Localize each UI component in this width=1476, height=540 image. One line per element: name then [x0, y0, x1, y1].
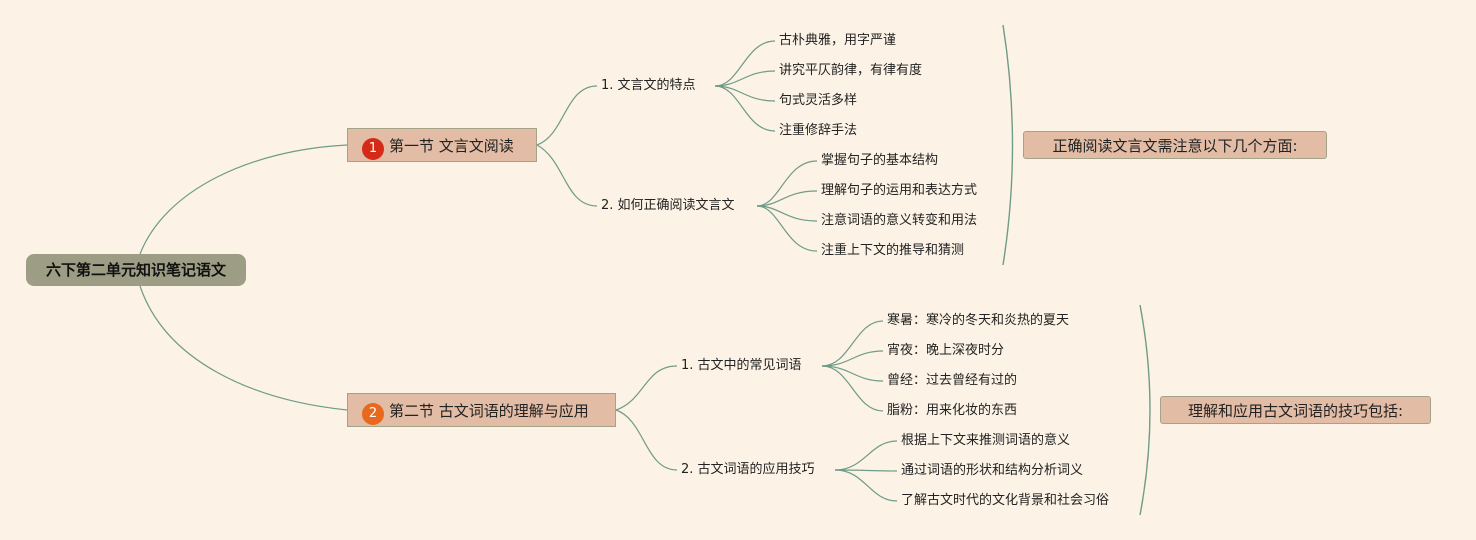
link-s2sub2-leaf3 [834, 469, 898, 502]
link-root-section-2 [139, 285, 348, 411]
number-badge-1: 1 [362, 138, 384, 160]
section-1-topic[interactable]: 1 第一节 文言文阅读 [347, 128, 537, 162]
section-1-title: 第一节 文言文阅读 [389, 137, 514, 155]
link-s2sub1-leaf1 [821, 320, 884, 367]
summary-brace-1 [1002, 24, 1014, 266]
link-s2sub1-leaf3 [821, 365, 884, 382]
leaf-item[interactable]: 寒暑：寒冷的冬天和炎热的夏天 [887, 313, 1070, 328]
number-badge-2: 2 [362, 403, 384, 425]
section-1-subtopic-1[interactable]: 1. 文言文的特点 [601, 78, 696, 93]
leaf-item[interactable]: 古朴典雅，用字严谨 [779, 33, 897, 48]
section-1-subtopic-2[interactable]: 2. 如何正确阅读文言文 [601, 198, 735, 213]
root-topic[interactable]: 六下第二单元知识笔记语文 [26, 254, 246, 286]
leaf-item[interactable]: 注重修辞手法 [779, 123, 858, 138]
link-s1sub2-leaf3 [756, 205, 818, 222]
link-section1-sub1 [536, 85, 598, 146]
leaf-item[interactable]: 掌握句子的基本结构 [821, 153, 939, 168]
link-s1sub1-leaf1 [714, 40, 776, 87]
leaf-item[interactable]: 曾经：过去曾经有过的 [887, 373, 1018, 388]
summary-brace-2 [1139, 304, 1151, 516]
link-s1sub1-leaf4 [714, 85, 776, 132]
link-s2sub2-leaf1 [834, 440, 898, 471]
section-2-title: 第二节 古文词语的理解与应用 [389, 402, 589, 420]
leaf-item[interactable]: 注意词语的意义转变和用法 [821, 213, 978, 228]
leaf-item[interactable]: 根据上下文来推测词语的意义 [901, 433, 1071, 448]
leaf-item[interactable]: 了解古文时代的文化背景和社会习俗 [901, 493, 1110, 508]
section-2-topic[interactable]: 2 第二节 古文词语的理解与应用 [347, 393, 616, 427]
section-2-subtopic-1[interactable]: 1. 古文中的常见词语 [681, 358, 802, 373]
link-section1-sub2 [536, 144, 598, 207]
leaf-item[interactable]: 注重上下文的推导和猜测 [821, 243, 965, 258]
link-s1sub1-leaf2 [714, 70, 776, 87]
leaf-item[interactable]: 通过词语的形状和结构分析词义 [901, 463, 1084, 478]
leaf-item[interactable]: 脂粉：用来化妆的东西 [887, 403, 1018, 418]
link-s2sub1-leaf4 [821, 365, 884, 412]
link-s1sub2-leaf2 [756, 190, 818, 207]
link-root-section-1 [139, 144, 348, 255]
leaf-item[interactable]: 宵夜：晚上深夜时分 [887, 343, 1005, 358]
leaf-item[interactable]: 句式灵活多样 [779, 93, 858, 108]
link-s1sub2-leaf1 [756, 160, 818, 207]
link-section2-sub2 [615, 409, 678, 471]
section-1-summary[interactable]: 正确阅读文言文需注意以下几个方面: [1023, 131, 1327, 159]
link-s1sub1-leaf3 [714, 85, 776, 102]
link-s1sub2-leaf4 [756, 205, 818, 252]
link-section2-sub1 [615, 365, 678, 411]
link-s2sub1-leaf2 [821, 350, 884, 367]
section-2-subtopic-2[interactable]: 2. 古文词语的应用技巧 [681, 462, 815, 477]
leaf-item[interactable]: 理解句子的运用和表达方式 [821, 183, 978, 198]
section-2-summary[interactable]: 理解和应用古文词语的技巧包括: [1160, 396, 1431, 424]
leaf-item[interactable]: 讲究平仄韵律，有律有度 [779, 63, 923, 78]
